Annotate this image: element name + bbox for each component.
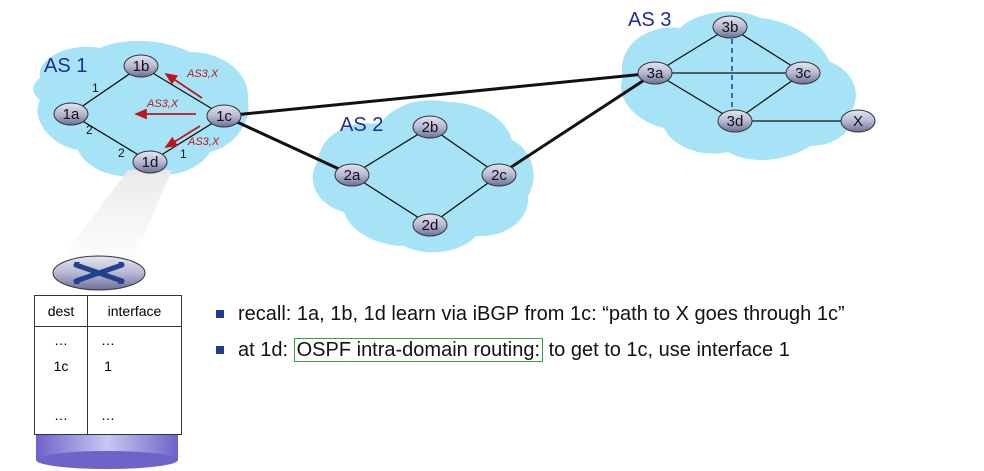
- as3-cloud: [620, 11, 856, 160]
- link-1c-2a: [223, 114, 353, 177]
- table-cell: 1c: [53, 358, 69, 374]
- router-1d[interactable]: 1d: [132, 150, 168, 174]
- router-label: 1d: [142, 154, 159, 171]
- as-label: AS 1: [44, 55, 87, 77]
- router-label: 3c: [795, 65, 811, 82]
- router-1c[interactable]: 1c: [206, 104, 242, 128]
- router-body: [412, 115, 448, 139]
- bullet-text: recall: 1a, 1b, 1d learn via iBGP from 1…: [238, 303, 845, 325]
- router-body: [717, 109, 753, 133]
- router-body: [712, 15, 748, 39]
- router-body: [785, 61, 821, 85]
- router-body: [132, 150, 168, 174]
- bullet-text: at 1d: OSPF intra-domain routing: to get…: [238, 336, 790, 364]
- table-header-divider: [35, 326, 181, 327]
- interface-label: 1: [92, 81, 99, 95]
- router-label: 2d: [422, 217, 439, 234]
- forwarding-table: dest interface … … 1c 1 … …: [34, 295, 182, 435]
- router-3a[interactable]: 3a: [637, 61, 673, 85]
- router-label: 1b: [133, 58, 150, 75]
- as2-cloud: [312, 100, 534, 253]
- table-cell: …: [54, 407, 68, 423]
- router-body: [840, 109, 876, 133]
- router-body: [481, 163, 517, 187]
- router-label: 2b: [422, 119, 439, 136]
- router-1a[interactable]: 1a: [53, 102, 89, 126]
- ibgp-annotation: AS3,X: [186, 68, 219, 80]
- router-body: [334, 163, 370, 187]
- bullet-suffix: to get to 1c, use interface 1: [543, 339, 790, 361]
- router-x[interactable]: X: [840, 109, 876, 133]
- bullet-prefix: at 1d:: [238, 339, 294, 361]
- as-label: AS 3: [628, 9, 671, 31]
- bullet-marker: [216, 310, 224, 318]
- router-3c[interactable]: 3c: [785, 61, 821, 85]
- link-1c-3a: [223, 71, 656, 118]
- router-body: [53, 102, 89, 126]
- router-label: 2a: [344, 167, 361, 184]
- router-label: 1a: [63, 106, 80, 123]
- router-2b[interactable]: 2b: [412, 115, 448, 139]
- table-header-dest: dest: [47, 303, 75, 319]
- router-label: 3d: [727, 113, 744, 130]
- table-cell: …: [101, 407, 115, 423]
- interface-label: 2: [86, 123, 93, 137]
- table-header-interface: interface: [107, 303, 162, 319]
- router-3d[interactable]: 3d: [717, 109, 753, 133]
- table-cylinder-base: [36, 430, 178, 469]
- router-1b[interactable]: 1b: [123, 54, 159, 78]
- router-body: [412, 213, 448, 237]
- table-cell: …: [54, 332, 68, 348]
- router-label: 1c: [216, 108, 232, 125]
- router-2d[interactable]: 2d: [412, 213, 448, 237]
- ospf-highlight: OSPF intra-domain routing:: [293, 338, 544, 362]
- router-label: 2c: [491, 167, 507, 184]
- zoomed-router-icon: [52, 255, 146, 291]
- interface-label: 1: [180, 147, 187, 161]
- router-label: X: [853, 113, 863, 130]
- router-2a[interactable]: 2a: [334, 163, 370, 187]
- zoom-funnel: [62, 170, 172, 258]
- router-body: [123, 54, 159, 78]
- router-label: 3b: [722, 19, 739, 36]
- interface-label: 2: [118, 146, 125, 160]
- table-cell: 1: [104, 358, 112, 374]
- ibgp-annotation: AS3,X: [187, 136, 220, 148]
- ibgp-annotation: AS3,X: [146, 98, 179, 110]
- router-body: [206, 104, 242, 128]
- as-label: AS 2: [340, 114, 383, 136]
- router-label: 3a: [647, 65, 664, 82]
- router-body: [637, 61, 673, 85]
- ibgp-arrows: [134, 73, 203, 148]
- bullet-marker: [216, 346, 224, 354]
- table-cell: …: [101, 332, 115, 348]
- link-2c-3a: [498, 71, 656, 177]
- table-column-divider: [87, 296, 88, 434]
- router-2c[interactable]: 2c: [481, 163, 517, 187]
- router-3b[interactable]: 3b: [712, 15, 748, 39]
